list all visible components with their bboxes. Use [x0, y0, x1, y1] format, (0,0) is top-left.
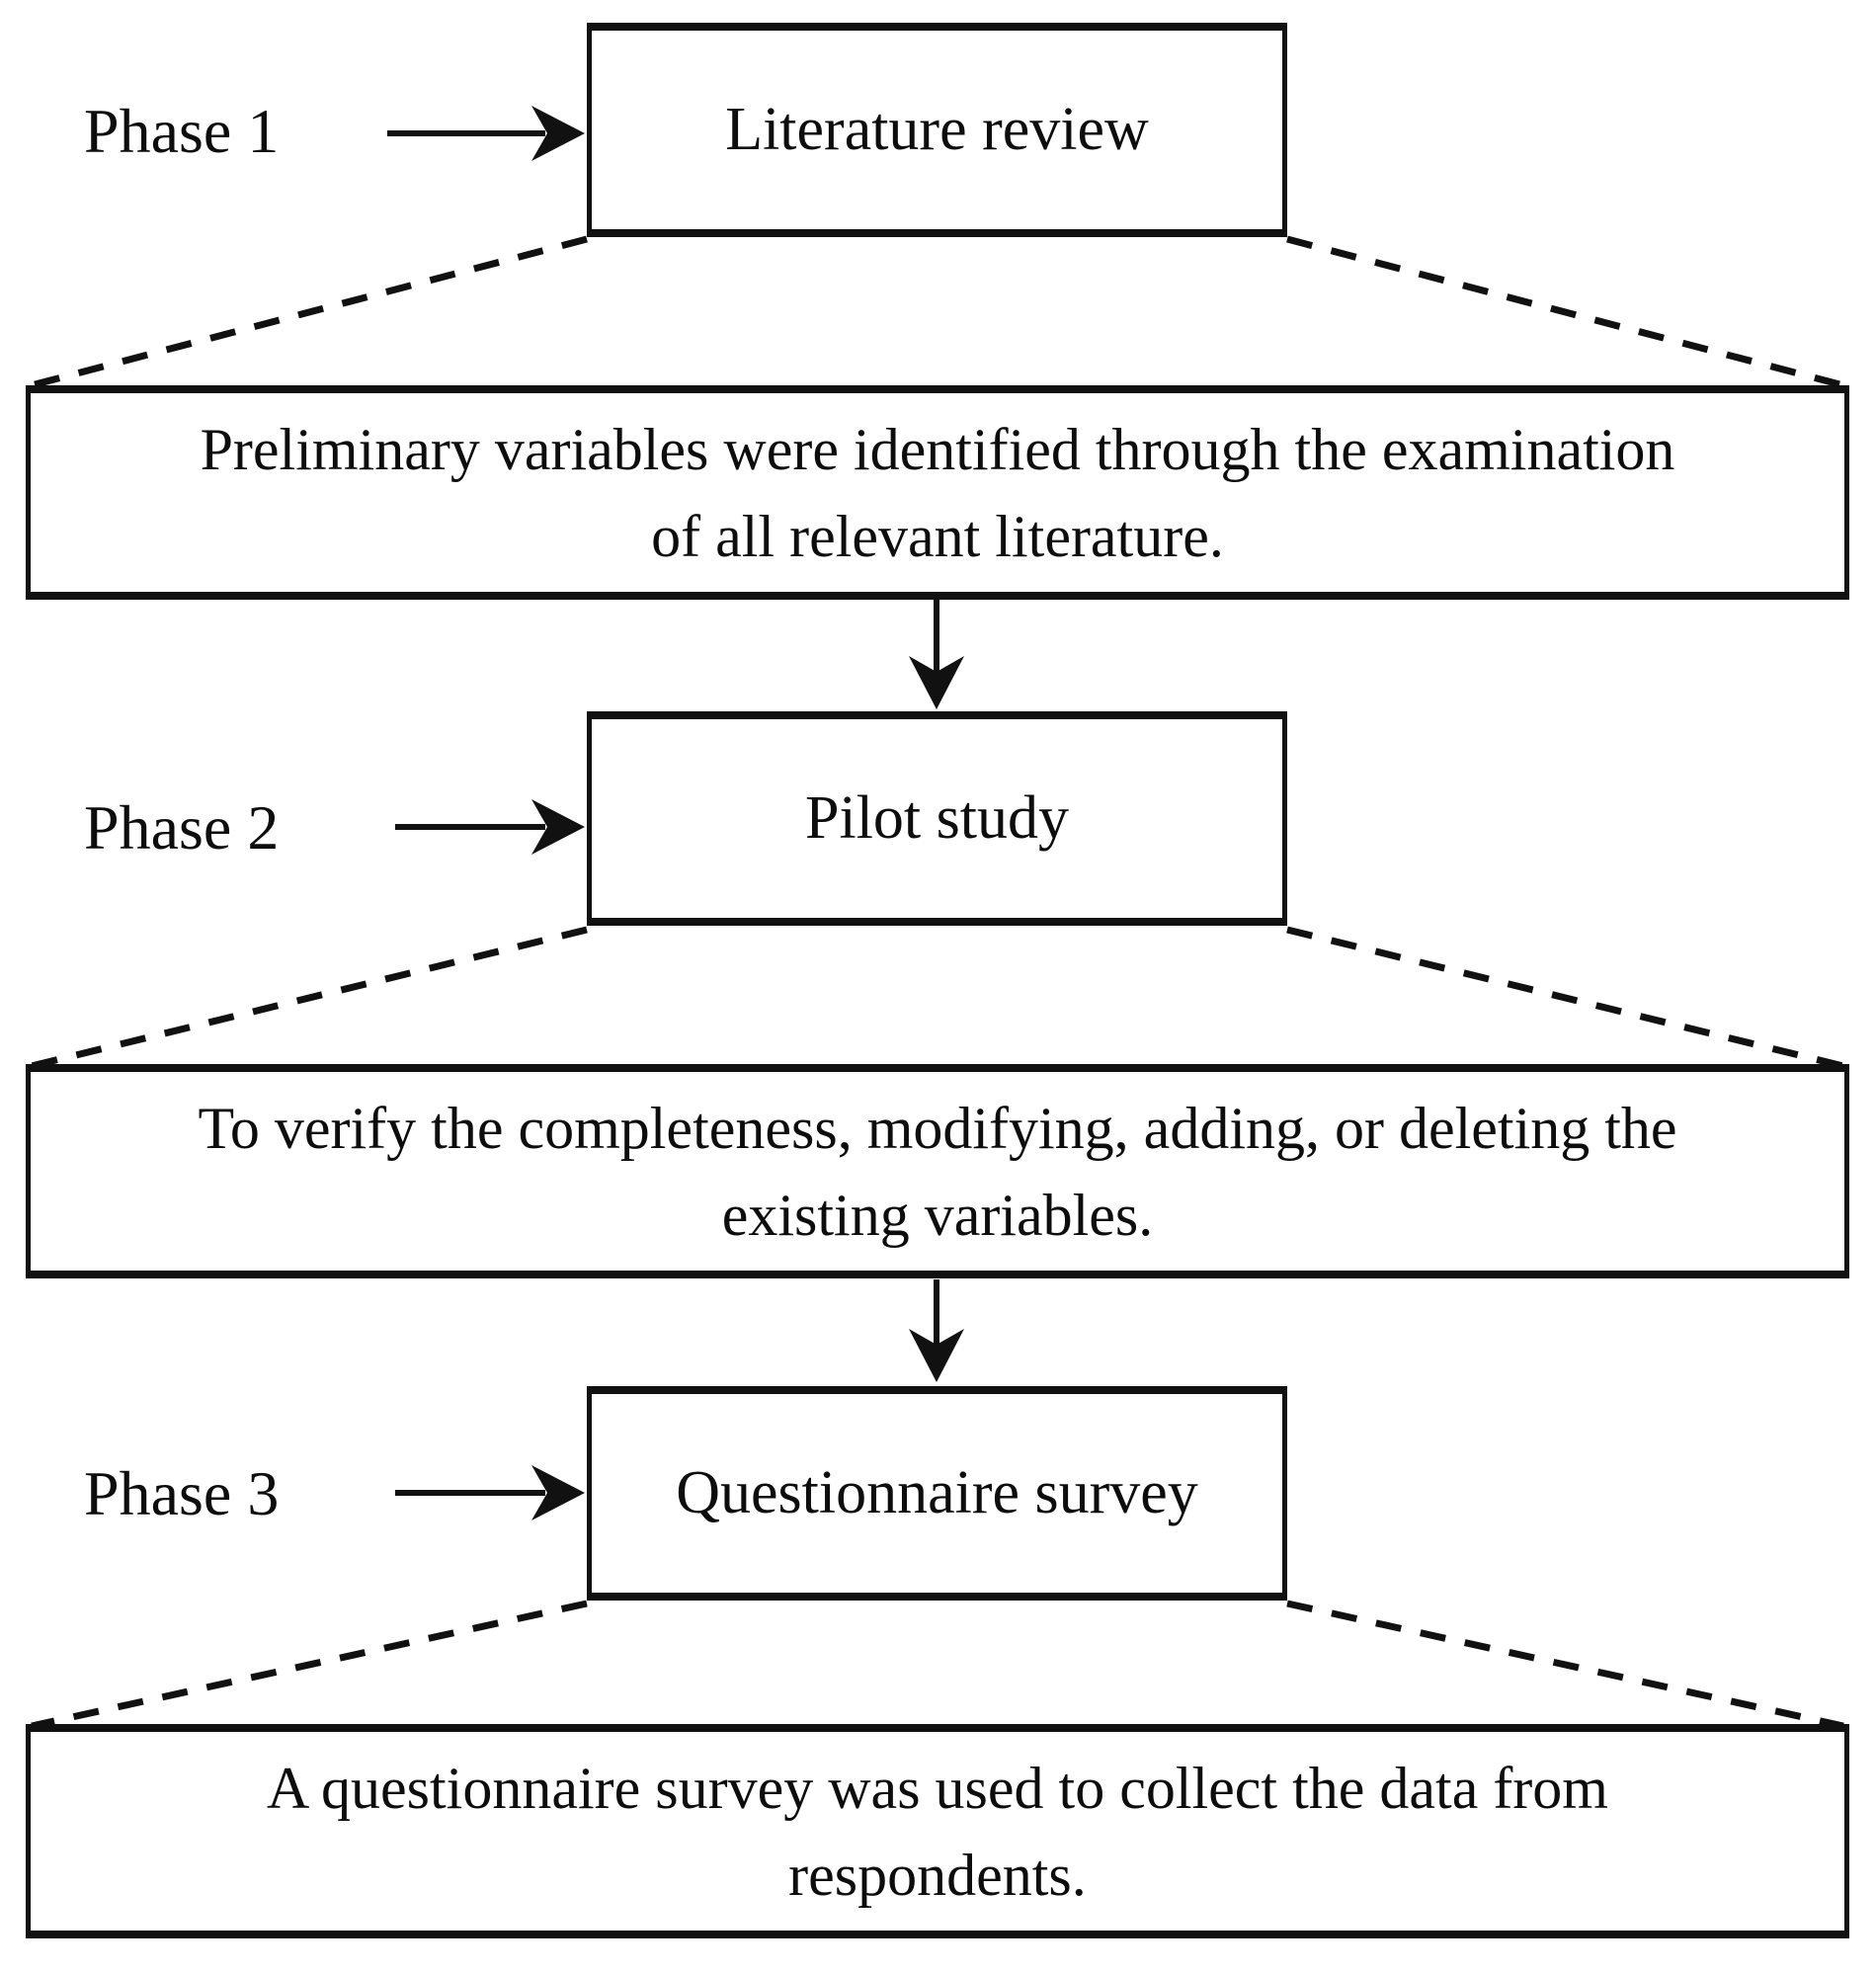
dashed-connector-1-right	[1286, 235, 1844, 389]
dashed-connector-1-left	[31, 235, 588, 389]
phase-1-arrow-right-icon	[387, 106, 585, 161]
dashed-connector-2-right	[1286, 926, 1844, 1070]
flow-arrow-down-2-icon	[909, 1279, 964, 1382]
literature-review-box-label: Literature review	[725, 96, 1149, 163]
dashed-connector-3-right	[1286, 1600, 1844, 1730]
questionnaire-survey-box: Questionnaire survey	[587, 1386, 1287, 1601]
literature-review-box: Literature review	[587, 23, 1287, 237]
questionnaire-survey-box-label: Questionnaire survey	[676, 1459, 1198, 1526]
phase-2-arrow-right-icon	[395, 799, 585, 855]
flow-arrow-down-1-icon	[909, 600, 964, 709]
pilot-study-box: Pilot study	[587, 711, 1287, 926]
phase-3-label: Phase 3	[84, 1458, 280, 1528]
dashed-connector-3-left	[31, 1600, 588, 1730]
pilot-study-box-label: Pilot study	[804, 784, 1069, 852]
phase-2-description-box: To verify the completeness, modifying, a…	[26, 1064, 1849, 1278]
phase-3-description-text: A questionnaire survey was used to colle…	[267, 1755, 1608, 1908]
dashed-connector-2-left	[31, 926, 588, 1070]
phase-1-label: Phase 1	[84, 96, 280, 166]
phase-2-description-text: To verify the completeness, modifying, a…	[198, 1095, 1677, 1248]
phase-1-description-text: Preliminary variables were identified th…	[200, 416, 1675, 569]
phase-1-description-box: Preliminary variables were identified th…	[26, 385, 1849, 600]
phase-3-description-box: A questionnaire survey was used to colle…	[26, 1724, 1849, 1938]
phase-2-label: Phase 2	[84, 792, 280, 863]
phase-3-arrow-right-icon	[395, 1465, 585, 1521]
